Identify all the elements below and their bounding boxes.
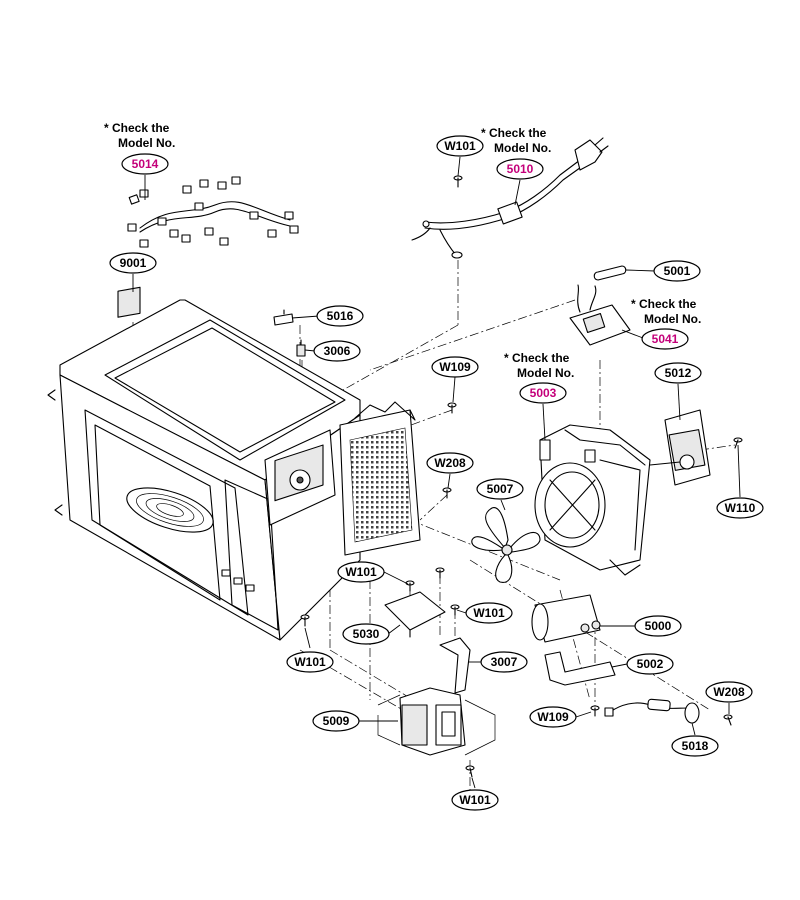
check-model-note: * Check the Model No.	[481, 126, 551, 155]
capacitor-bracket	[544, 651, 616, 686]
check-model-note: * Check the Model No.	[104, 121, 175, 150]
svg-text:5016: 5016	[327, 309, 354, 323]
svg-text:Model No.: Model No.	[494, 141, 551, 155]
leader-lines	[132, 156, 741, 789]
part-callout-5041: 5041	[641, 328, 689, 350]
svg-text:* Check the: * Check the	[481, 126, 547, 140]
check-model-note: * Check the Model No.	[504, 351, 574, 380]
svg-text:Model No.: Model No.	[118, 136, 175, 150]
svg-text:5041: 5041	[652, 332, 679, 346]
svg-text:* Check the: * Check the	[504, 351, 570, 365]
screw-icon	[733, 437, 743, 449]
part-callout-w101: W101	[337, 561, 385, 583]
svg-text:W109: W109	[537, 710, 569, 724]
pad-part	[117, 286, 141, 318]
switch-part	[296, 339, 306, 357]
svg-text:3006: 3006	[324, 344, 351, 358]
fan-bracket	[534, 424, 651, 576]
part-callout-w101: W101	[286, 651, 334, 673]
part-callout-5012: 5012	[654, 362, 702, 384]
screw-icon	[442, 487, 452, 499]
svg-text:5007: 5007	[487, 482, 514, 496]
part-callout-w110: W110	[716, 497, 764, 519]
part-callout-w208: W208	[705, 681, 753, 703]
svg-text:5010: 5010	[507, 162, 534, 176]
svg-text:9001: 9001	[120, 256, 147, 270]
svg-text:W109: W109	[439, 360, 471, 374]
wire-harness	[127, 176, 299, 248]
part-callout-5018: 5018	[671, 735, 719, 757]
fan-blade	[471, 507, 541, 583]
part-callout-5007: 5007	[476, 478, 524, 500]
part-callout-5016: 5016	[316, 305, 364, 327]
svg-text:* Check the: * Check the	[104, 121, 170, 135]
power-cord	[411, 137, 609, 259]
screws	[300, 175, 743, 778]
part-callout-3007: 3007	[480, 651, 528, 673]
screw-icon	[590, 705, 600, 717]
part-callout-w101: W101	[451, 789, 499, 811]
screw-icon	[405, 580, 415, 592]
screw-icon	[447, 402, 457, 414]
rear-panel	[339, 401, 421, 556]
fuse-part	[593, 265, 627, 281]
svg-text:W101: W101	[345, 565, 377, 579]
svg-text:3007: 3007	[491, 655, 518, 669]
part-callout-w109: W109	[529, 706, 577, 728]
microwave-cabinet	[47, 299, 361, 641]
svg-text:5012: 5012	[665, 366, 692, 380]
part-callout-9001: 9001	[109, 252, 157, 274]
svg-text:5000: 5000	[645, 619, 672, 633]
svg-text:5001: 5001	[664, 264, 691, 278]
thermal-cutout	[604, 698, 700, 724]
part-callout-5030: 5030	[342, 623, 390, 645]
screw-icon	[435, 567, 445, 579]
part-callout-3006: 3006	[313, 340, 361, 362]
part-callout-5009: 5009	[312, 710, 360, 732]
bracket-3007	[439, 637, 471, 694]
svg-text:W101: W101	[444, 139, 476, 153]
noise-filter-board	[569, 284, 631, 346]
svg-text:W208: W208	[713, 685, 745, 699]
part-callout-5014: 5014	[121, 153, 169, 175]
check-model-note: * Check the Model No.	[631, 297, 701, 326]
svg-text:5018: 5018	[682, 739, 709, 753]
screw-icon	[465, 765, 475, 778]
svg-text:W101: W101	[294, 655, 326, 669]
svg-text:W208: W208	[434, 456, 466, 470]
part-callout-w101: W101	[465, 602, 513, 624]
part-callout-5001: 5001	[653, 260, 701, 282]
fan-motor	[649, 409, 711, 486]
transformer	[377, 687, 496, 756]
svg-text:W101: W101	[459, 793, 491, 807]
part-callout-5002: 5002	[626, 653, 674, 675]
svg-text:* Check the: * Check the	[631, 297, 697, 311]
svg-text:5002: 5002	[637, 657, 664, 671]
screw-icon	[453, 175, 463, 188]
svg-text:Model No.: Model No.	[644, 312, 701, 326]
part-callout-5010: 5010	[496, 158, 544, 180]
svg-text:W101: W101	[473, 606, 505, 620]
svg-text:5009: 5009	[323, 714, 350, 728]
svg-text:Model No.: Model No.	[517, 366, 574, 380]
part-callout-5000: 5000	[634, 615, 682, 637]
screw-icon	[723, 714, 733, 726]
part-callout-w109: W109	[431, 356, 479, 378]
bracket-5030	[384, 591, 446, 638]
screw-icon	[450, 604, 460, 616]
part-callout-w208: W208	[426, 452, 474, 474]
svg-text:5003: 5003	[530, 386, 557, 400]
svg-text:5014: 5014	[132, 157, 159, 171]
svg-text:W110: W110	[725, 501, 756, 515]
screw-icon	[300, 614, 310, 627]
svg-text:5030: 5030	[353, 627, 380, 641]
part-callout-w101: W101	[436, 135, 484, 157]
part-callout-5003: 5003	[519, 382, 567, 404]
capacitor	[531, 594, 601, 643]
thermostat-part	[273, 309, 294, 326]
